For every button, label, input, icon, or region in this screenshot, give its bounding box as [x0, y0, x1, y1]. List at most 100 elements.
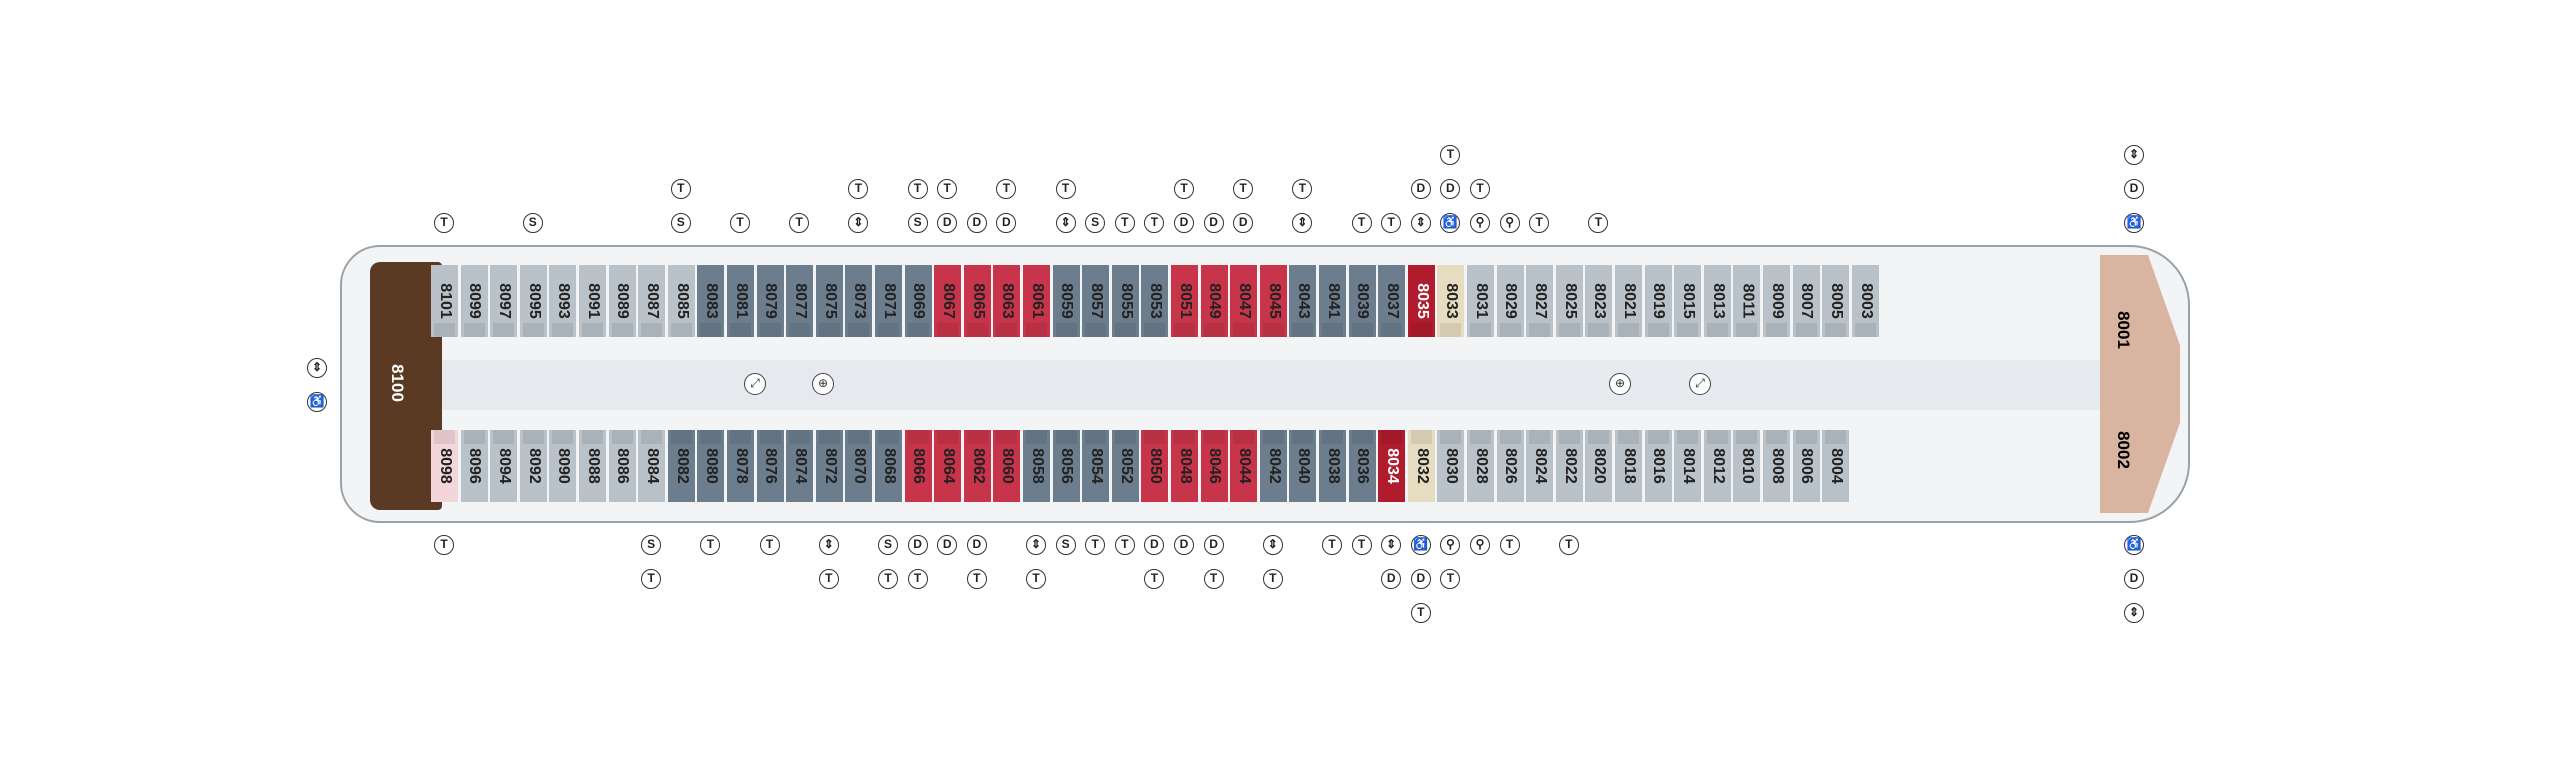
cabin-8030[interactable]: 8030 — [1437, 430, 1465, 502]
cabin-8095[interactable]: 8095 — [519, 265, 547, 337]
cabin-8019[interactable]: 8019 — [1644, 265, 1672, 337]
cabin-8004[interactable]: 8004 — [1822, 430, 1850, 502]
cabin-8066[interactable]: 8066 — [904, 430, 932, 502]
cabin-8037[interactable]: 8037 — [1378, 265, 1406, 337]
cabin-8012[interactable]: 8012 — [1703, 430, 1731, 502]
cabin-8096[interactable]: 8096 — [460, 430, 488, 502]
cabin-8084[interactable]: 8084 — [638, 430, 666, 502]
cabin-8072[interactable]: 8072 — [815, 430, 843, 502]
cabin-8046[interactable]: 8046 — [1200, 430, 1228, 502]
cabin-8031[interactable]: 8031 — [1467, 265, 1494, 337]
cabin-8070[interactable]: 8070 — [845, 430, 873, 502]
cabin-8065[interactable]: 8065 — [963, 265, 991, 337]
cabin-8034[interactable]: 8034 — [1378, 430, 1406, 502]
cabin-8071[interactable]: 8071 — [875, 265, 902, 337]
cabin-8077[interactable]: 8077 — [786, 265, 814, 337]
cabin-8008[interactable]: 8008 — [1763, 430, 1790, 502]
cabin-8057[interactable]: 8057 — [1082, 265, 1110, 337]
cabin-8085[interactable]: 8085 — [667, 265, 695, 337]
cabin-8011[interactable]: 8011 — [1733, 265, 1761, 337]
cabin-8067[interactable]: 8067 — [934, 265, 962, 337]
cabin-8092[interactable]: 8092 — [519, 430, 547, 502]
cabin-8061[interactable]: 8061 — [1023, 265, 1050, 337]
cabin-8064[interactable]: 8064 — [934, 430, 962, 502]
cabin-8054[interactable]: 8054 — [1082, 430, 1110, 502]
cabin-8083[interactable]: 8083 — [697, 265, 725, 337]
cabin-8010[interactable]: 8010 — [1733, 430, 1761, 502]
cabin-8086[interactable]: 8086 — [608, 430, 636, 502]
cabin-8024[interactable]: 8024 — [1526, 430, 1554, 502]
cabin-8078[interactable]: 8078 — [727, 430, 754, 502]
cabin-8074[interactable]: 8074 — [786, 430, 814, 502]
cabin-8049[interactable]: 8049 — [1200, 265, 1228, 337]
cabin-8079[interactable]: 8079 — [756, 265, 784, 337]
cabin-8029[interactable]: 8029 — [1496, 265, 1524, 337]
cabin-8036[interactable]: 8036 — [1348, 430, 1376, 502]
cabin-8021[interactable]: 8021 — [1615, 265, 1642, 337]
cabin-8042[interactable]: 8042 — [1259, 430, 1287, 502]
cabin-8041[interactable]: 8041 — [1319, 265, 1346, 337]
cabin-8045[interactable]: 8045 — [1259, 265, 1287, 337]
cabin-8018[interactable]: 8018 — [1615, 430, 1642, 502]
cabin-8059[interactable]: 8059 — [1052, 265, 1080, 337]
cabin-8090[interactable]: 8090 — [549, 430, 577, 502]
cabin-8050[interactable]: 8050 — [1141, 430, 1169, 502]
cabin-8044[interactable]: 8044 — [1230, 430, 1258, 502]
cabin-8020[interactable]: 8020 — [1585, 430, 1613, 502]
cabin-8026[interactable]: 8026 — [1496, 430, 1524, 502]
cabin-8056[interactable]: 8056 — [1052, 430, 1080, 502]
cabin-8076[interactable]: 8076 — [756, 430, 784, 502]
cabin-8028[interactable]: 8028 — [1467, 430, 1494, 502]
cabin-8023[interactable]: 8023 — [1585, 265, 1613, 337]
cabin-8013[interactable]: 8013 — [1703, 265, 1731, 337]
cabin-8081[interactable]: 8081 — [727, 265, 754, 337]
cabin-8043[interactable]: 8043 — [1289, 265, 1317, 337]
cabin-8087[interactable]: 8087 — [638, 265, 666, 337]
cabin-8091[interactable]: 8091 — [579, 265, 606, 337]
cabin-8052[interactable]: 8052 — [1111, 430, 1139, 502]
cabin-8005[interactable]: 8005 — [1822, 265, 1850, 337]
cabin-8058[interactable]: 8058 — [1023, 430, 1050, 502]
cabin-8039[interactable]: 8039 — [1348, 265, 1376, 337]
cabin-8007[interactable]: 8007 — [1792, 265, 1820, 337]
cabin-8101[interactable]: 8101 — [431, 265, 458, 337]
cabin-8082[interactable]: 8082 — [667, 430, 695, 502]
cabin-8080[interactable]: 8080 — [697, 430, 725, 502]
cabin-8053[interactable]: 8053 — [1141, 265, 1169, 337]
tub-icon: T — [1114, 213, 1135, 233]
cabin-8014[interactable]: 8014 — [1674, 430, 1702, 502]
cabin-8068[interactable]: 8068 — [875, 430, 902, 502]
cabin-8062[interactable]: 8062 — [963, 430, 991, 502]
cabin-8006[interactable]: 8006 — [1792, 430, 1820, 502]
cabin-8051[interactable]: 8051 — [1171, 265, 1198, 337]
cabin-8027[interactable]: 8027 — [1526, 265, 1554, 337]
cabin-number: 8061 — [1028, 283, 1046, 319]
cabin-8075[interactable]: 8075 — [815, 265, 843, 337]
cabin-8069[interactable]: 8069 — [904, 265, 932, 337]
cabin-8009[interactable]: 8009 — [1763, 265, 1790, 337]
cabin-8033[interactable]: 8033 — [1437, 265, 1465, 337]
cabin-8089[interactable]: 8089 — [608, 265, 636, 337]
cabin-8038[interactable]: 8038 — [1319, 430, 1346, 502]
cabin-8063[interactable]: 8063 — [993, 265, 1021, 337]
cabin-8073[interactable]: 8073 — [845, 265, 873, 337]
cabin-8099[interactable]: 8099 — [460, 265, 488, 337]
cabin-8094[interactable]: 8094 — [490, 430, 518, 502]
cabin-8060[interactable]: 8060 — [993, 430, 1021, 502]
cabin-8098[interactable]: 8098 — [431, 430, 458, 502]
cabin-8016[interactable]: 8016 — [1644, 430, 1672, 502]
balcony — [522, 430, 544, 444]
cabin-8048[interactable]: 8048 — [1171, 430, 1198, 502]
cabin-8088[interactable]: 8088 — [579, 430, 606, 502]
cabin-8003[interactable]: 8003 — [1851, 265, 1879, 337]
cabin-8032[interactable]: 8032 — [1407, 430, 1435, 502]
cabin-8035[interactable]: 8035 — [1407, 265, 1435, 337]
cabin-8047[interactable]: 8047 — [1230, 265, 1258, 337]
cabin-8015[interactable]: 8015 — [1674, 265, 1702, 337]
cabin-8055[interactable]: 8055 — [1111, 265, 1139, 337]
cabin-8040[interactable]: 8040 — [1289, 430, 1317, 502]
cabin-8097[interactable]: 8097 — [490, 265, 518, 337]
cabin-8093[interactable]: 8093 — [549, 265, 577, 337]
cabin-8022[interactable]: 8022 — [1555, 430, 1583, 502]
cabin-8025[interactable]: 8025 — [1555, 265, 1583, 337]
